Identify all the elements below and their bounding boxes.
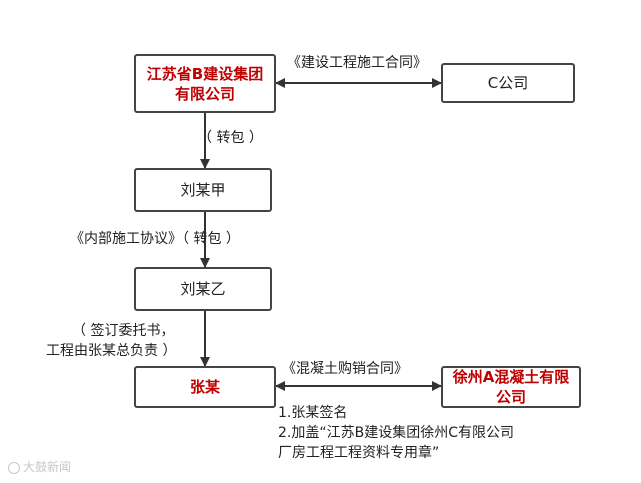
note-line-1: 1.张某签名 xyxy=(278,405,348,421)
watermark-text: 大鼓新闻 xyxy=(23,460,72,474)
node-c-company-label: C公司 xyxy=(487,74,529,92)
node-xuzhou-a-concrete: 徐州A混凝土有限公司 xyxy=(441,366,581,408)
edge-label-internal-agreement: 《内部施工协议》（ 转包 ） xyxy=(70,231,240,247)
node-liu-yi: 刘某乙 xyxy=(134,267,272,311)
edge-label-entrust-line1: （ 签订委托书， xyxy=(72,323,175,339)
node-zhang: 张某 xyxy=(134,366,276,408)
node-jiangsu-b-label: 江苏省B建设集团有限公司 xyxy=(146,64,264,103)
edge-label-subcontract: （ 转包 ） xyxy=(198,130,263,146)
node-liu-jia-label: 刘某甲 xyxy=(180,181,226,199)
node-liu-yi-label: 刘某乙 xyxy=(180,280,226,298)
node-c-company: C公司 xyxy=(441,63,575,103)
node-liu-jia: 刘某甲 xyxy=(134,168,272,212)
watermark-logo-icon xyxy=(8,461,20,474)
edge-label-concrete-contract: 《混凝土购销合同》 xyxy=(282,361,408,377)
node-jiangsu-b-group: 江苏省B建设集团有限公司 xyxy=(134,54,276,113)
note-line-2: 2.加盖“江苏B建设集团徐州C有限公司 xyxy=(278,425,514,441)
node-zhang-label: 张某 xyxy=(189,378,220,396)
edge-label-entrust-line2: 工程由张某总负责 ） xyxy=(46,343,177,359)
node-xuzhou-a-label: 徐州A混凝土有限公司 xyxy=(452,368,570,406)
edge-label-construction-contract: 《建设工程施工合同》 xyxy=(287,55,427,71)
watermark: 大鼓新闻 xyxy=(8,458,71,475)
note-line-3: 厂房工程工程资料专用章” xyxy=(278,445,440,461)
